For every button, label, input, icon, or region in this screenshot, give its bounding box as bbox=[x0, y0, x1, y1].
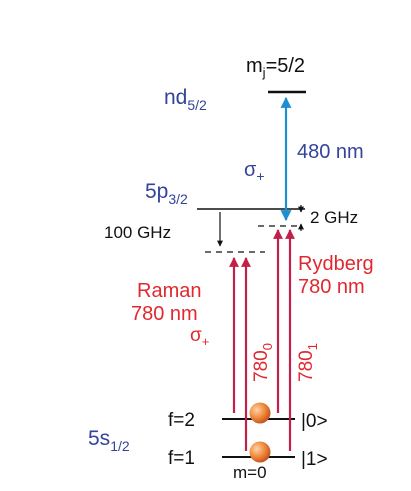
raman-detuning-label: 100 GHz bbox=[104, 223, 171, 242]
rydberg-detuning-label: 2 GHz bbox=[310, 208, 358, 227]
rydberg-state-label: nd5/2 bbox=[164, 86, 207, 113]
beam-780-1-label: 7801 bbox=[296, 343, 320, 382]
rydberg-mj-label: mj=5/2 bbox=[246, 55, 305, 80]
raman-polarization: σ+ bbox=[190, 325, 209, 349]
rydberg-label: Rydberg bbox=[298, 253, 374, 275]
ground-state-label: 5s1/2 bbox=[88, 427, 130, 454]
f2-label: f=2 bbox=[168, 410, 195, 431]
m0-label: m=0 bbox=[233, 463, 267, 482]
atom-state-1 bbox=[249, 441, 271, 463]
raman-wavelength: 780 nm bbox=[131, 303, 198, 325]
ket1-label: |1> bbox=[301, 449, 328, 470]
intermediate-state-label: 5p3/2 bbox=[145, 180, 188, 207]
raman-label: Raman bbox=[137, 280, 201, 302]
atom-state-0 bbox=[249, 402, 271, 424]
blue-beam-polarization: σ+ bbox=[244, 159, 265, 184]
ket0-label: |0> bbox=[301, 411, 328, 432]
beam-780-0-label: 7800 bbox=[251, 343, 275, 382]
f1-label: f=1 bbox=[168, 448, 195, 469]
blue-beam-wavelength: 480 nm bbox=[297, 141, 364, 163]
rydberg-wavelength: 780 nm bbox=[298, 276, 365, 298]
